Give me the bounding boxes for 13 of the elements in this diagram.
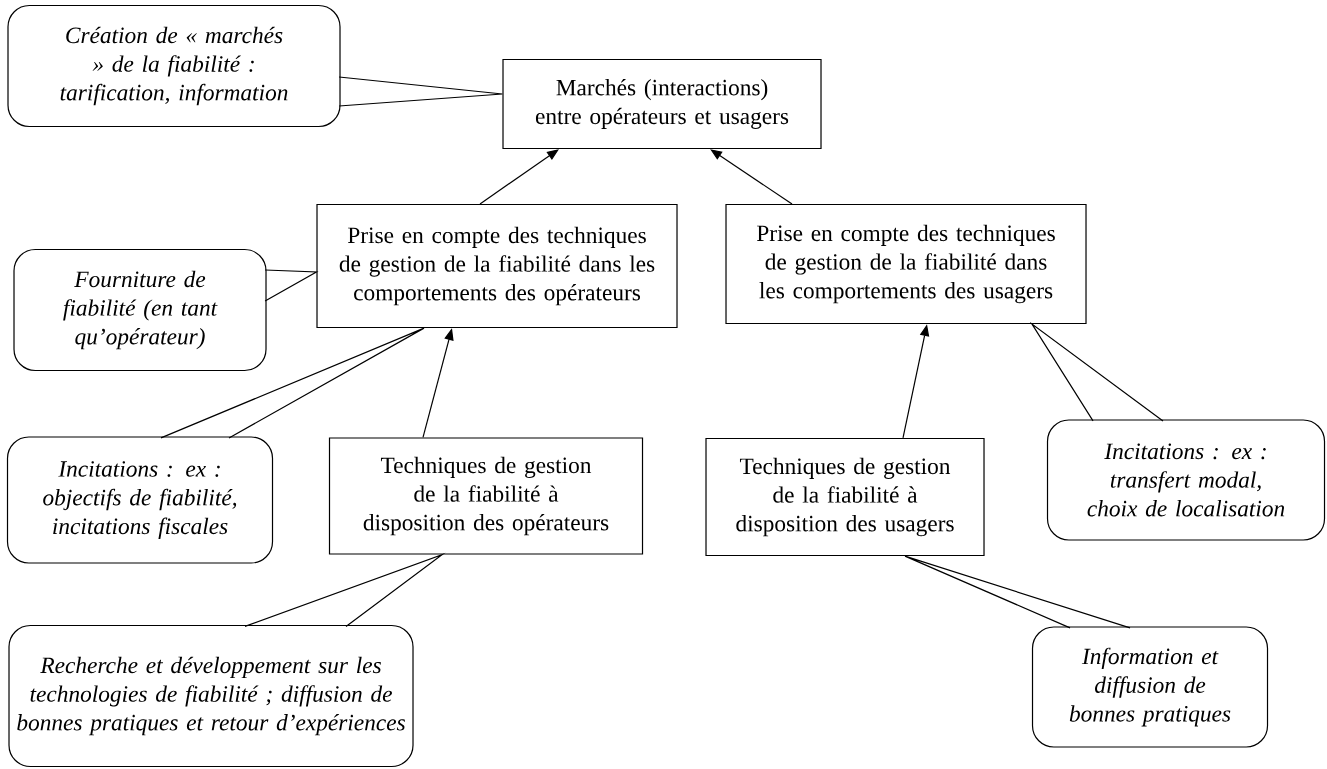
callout-bubble: Incitations : ex : objectifs de fiabilité, incitations fiscales: [6, 436, 274, 564]
process-box: Prise en compte des techniques de gestion de la fiabilité dans les comportements des opérateurs: [316, 203, 678, 329]
arrow: [479, 149, 559, 205]
callout-bubble: Création de « marchés » de la fiabilité : tarification, information: [7, 4, 341, 128]
callout-bubble: Fourniture de fiabilité (en tant qu’opérateur): [13, 248, 267, 372]
process-box: Techniques de gestion de la fiabilité à disposition des usagers: [705, 437, 985, 557]
callout-bubble: Incitations : ex : transfert modal, choix de localisation: [1046, 419, 1326, 541]
process-box: Marchés (interactions) entre opérateurs et usagers: [502, 58, 822, 150]
callout-bubble: Information et diffusion de bonnes pratiques: [1031, 626, 1269, 748]
callout-bubble: Recherche et développement sur les technologies de fiabilité ; diffusion de bonnes pratiques et retour d’expériences: [8, 624, 414, 768]
arrow: [710, 149, 793, 205]
process-box: Prise en compte des techniques de gestion de la fiabilité dans les comportements des usagers: [725, 203, 1087, 325]
process-box: Techniques de gestion de la fiabilité à disposition des opérateurs: [328, 437, 644, 555]
